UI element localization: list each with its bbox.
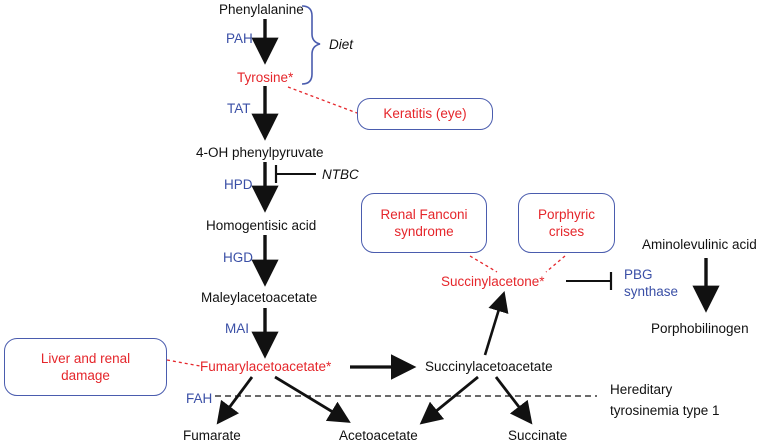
metabolite-4-oh-phenylpyruvate: 4-OH phenylpyruvate	[196, 145, 324, 160]
metabolite-maleylacetoacetate: Maleylacetoacetate	[201, 290, 318, 305]
enzyme-fah: FAH	[186, 391, 213, 406]
arrow-to-acetoacetate-from-succinylacetoacetate	[419, 375, 479, 425]
metabolite-fumarate: Fumarate	[183, 428, 241, 443]
metabolite-fumarylacetoacetate: Fumarylacetoacetate*	[200, 359, 332, 374]
liver-renal-connector	[166, 359, 201, 367]
enzyme-hgd: HGD	[223, 250, 253, 265]
enzyme-pbg-synthase-line2: synthase	[624, 284, 679, 299]
enzyme-pbg-synthase-line1: PBG	[624, 267, 653, 282]
metabolite-homogentisic-acid: Homogentisic acid	[206, 218, 317, 233]
porphyric-crises-label-line2: crises	[548, 224, 585, 239]
hereditary-tyrosinemia-line1: Hereditary	[610, 382, 673, 397]
metabolite-succinylacetone: Succinylacetone*	[441, 274, 545, 289]
liver-renal-damage-box: Liver and renal damage	[4, 338, 167, 396]
liver-renal-damage-label-line1: Liver and renal	[40, 350, 131, 366]
ntbc-label: NTBC	[322, 167, 359, 182]
metabolite-succinylacetoacetate: Succinylacetoacetate	[425, 359, 553, 374]
enzyme-pah: PAH	[226, 31, 253, 46]
arrow-to-fumarate	[216, 376, 254, 425]
metabolite-succinate: Succinate	[508, 428, 568, 443]
enzyme-mai: MAI	[225, 321, 250, 336]
metabolite-acetoacetate: Acetoacetate	[339, 428, 418, 443]
arrow-to-succinate	[494, 376, 533, 425]
renal-fanconi-label-line1: Renal Fanconi	[380, 206, 468, 222]
keratitis-label: Keratitis (eye)	[383, 106, 467, 122]
porphyric-connector	[545, 255, 566, 273]
metabolite-tyrosine: Tyrosine*	[237, 70, 294, 85]
metabolite-aminolevulinic-acid: Aminolevulinic acid	[642, 237, 757, 252]
metabolite-porphobilinogen: Porphobilinogen	[651, 321, 749, 336]
arrow-to-acetoacetate-from-fumarylacetoacetate	[274, 375, 351, 423]
keratitis-box: Keratitis (eye)	[357, 98, 493, 130]
enzyme-tat: TAT	[227, 101, 251, 116]
enzyme-hpd: HPD	[224, 177, 253, 192]
liver-renal-damage-label-line2: damage	[61, 368, 110, 383]
renal-fanconi-label-line2: syndrome	[394, 224, 454, 239]
renal-fanconi-connector	[469, 255, 498, 273]
keratitis-connector	[287, 86, 358, 114]
hereditary-tyrosinemia-line2: tyrosinemia type 1	[610, 403, 720, 418]
porphyric-crises-box: Porphyric crises	[518, 193, 615, 253]
diet-label: Diet	[329, 37, 354, 52]
porphyric-crises-label-line1: Porphyric	[537, 206, 596, 222]
diet-brace	[301, 5, 321, 85]
metabolite-phenylalanine: Phenylalanine	[219, 2, 304, 17]
arrow-succinylacetoacetate-to-succinylacetone	[483, 291, 509, 356]
renal-fanconi-box: Renal Fanconi syndrome	[361, 193, 487, 253]
